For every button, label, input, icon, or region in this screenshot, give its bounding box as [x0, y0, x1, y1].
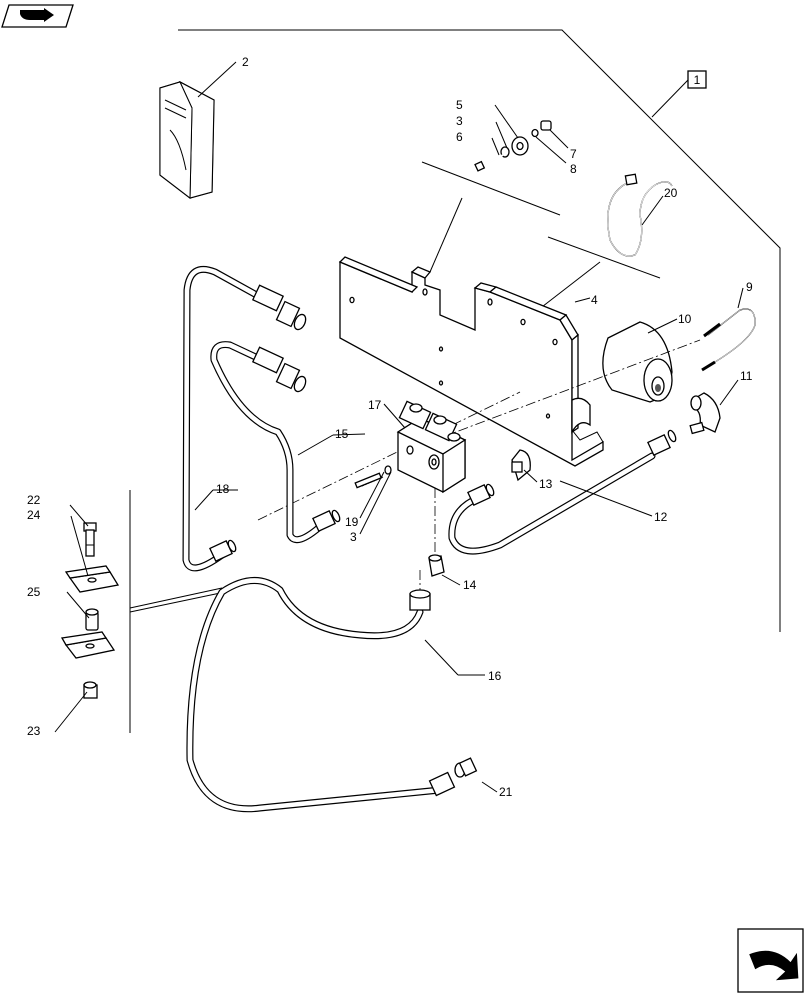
callout-16: 16 — [488, 669, 502, 683]
bolt-washer — [354, 465, 392, 535]
callout-3-lower: 3 — [350, 530, 357, 544]
frame-lines — [129, 29, 781, 733]
clamp-hardware — [54, 504, 120, 733]
assembly-lines — [421, 161, 661, 311]
hoses — [182, 265, 656, 813]
elbow-13 — [511, 449, 538, 483]
next-page-arrow-icon[interactable] — [737, 928, 804, 993]
callout-18: 18 — [216, 482, 230, 496]
cylinder-filter — [602, 318, 678, 403]
fastener-group — [474, 104, 569, 172]
callout-11: 11 — [740, 369, 753, 383]
callout-14: 14 — [463, 578, 477, 592]
manual-booklet — [159, 61, 237, 199]
callout-2: 2 — [242, 55, 249, 69]
callout-6: 6 — [456, 130, 463, 144]
tie-strap — [607, 173, 673, 257]
book-arrow-icon[interactable] — [1, 4, 74, 28]
callout-21: 21 — [499, 785, 513, 799]
callout-12: 12 — [654, 510, 668, 524]
callout-9: 9 — [746, 280, 753, 294]
elbow-fitting — [689, 379, 739, 435]
callout-24: 24 — [27, 508, 41, 522]
mounting-bracket — [338, 256, 604, 467]
callout-15: 15 — [335, 427, 349, 441]
callout-10: 10 — [678, 312, 692, 326]
callout-17: 17 — [368, 398, 382, 412]
frame-label: 1 — [651, 70, 707, 118]
leader-lines — [194, 433, 653, 793]
nut-14 — [428, 554, 461, 586]
callout-4: 4 — [591, 293, 598, 307]
callout-3: 3 — [456, 114, 463, 128]
callout-25: 25 — [27, 585, 41, 599]
callout-23: 23 — [27, 724, 41, 738]
callout-19: 19 — [345, 515, 359, 529]
hairpin-pin — [701, 287, 756, 372]
callout-labels: 2 5 3 6 7 8 20 4 9 10 11 17 15 18 13 12 … — [27, 55, 753, 799]
callout-7: 7 — [570, 147, 577, 161]
valve-block — [383, 400, 467, 494]
callout-13: 13 — [539, 477, 553, 491]
callout-8: 8 — [570, 162, 577, 176]
callout-5: 5 — [456, 98, 463, 112]
hose-fittings — [209, 284, 677, 797]
callout-22: 22 — [27, 493, 41, 507]
callout-20: 20 — [664, 186, 678, 200]
svg-text:1: 1 — [694, 73, 701, 87]
